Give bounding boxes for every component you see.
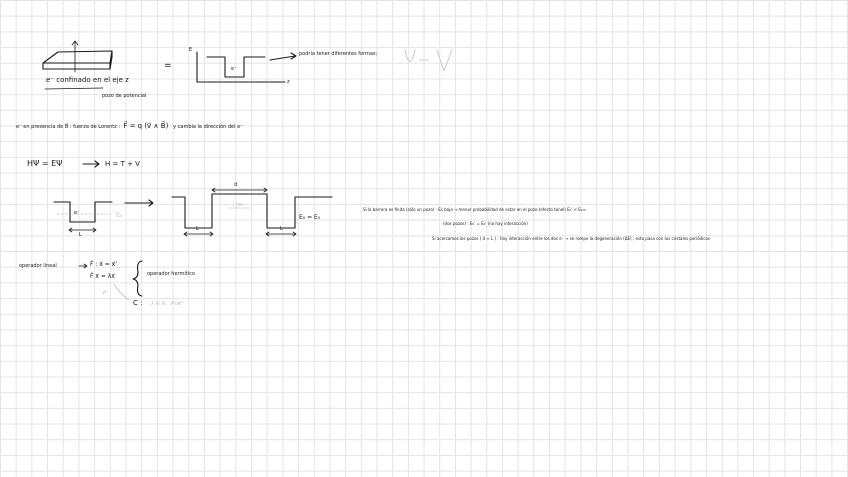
note-line-3: Si acercamos los pozos ( d ≈ L ) : hay i…: [432, 236, 711, 241]
confinement-underline: [44, 87, 104, 90]
potential-well-label: pozo de potencial: [102, 93, 147, 99]
faint-c-note: λ ∈ ℝ , ∂²/∂t²: [151, 301, 184, 307]
slab-drawing: [42, 40, 113, 73]
note-line-1: Si la barrera es finita (sólo un pozo) :…: [363, 207, 586, 212]
faint-well-shapes: [404, 49, 453, 72]
barrier-mark: ⋮|≫: [231, 202, 243, 208]
single-well: [53, 201, 113, 233]
lorentz-force-name: : fuerza de Lorentz :: [69, 124, 121, 130]
b-vector: B⃗: [64, 124, 69, 130]
operator-eq-2: F̂ x⃗ = λx⃗: [90, 273, 115, 280]
energy-equality: E₀ = E₀: [299, 214, 321, 221]
potential-well-graph: [196, 51, 286, 83]
c-label: C :: [133, 299, 143, 307]
hermitian-note: operador hermítico: [147, 271, 195, 277]
faint-operator: F̂ˣ: [103, 291, 109, 297]
single-well-electron: e⁻: [74, 210, 80, 216]
barrier-d-label: d: [234, 182, 238, 188]
single-well-energy: E₀: [116, 212, 123, 219]
electron-in-well: e⁻: [231, 66, 237, 72]
lorentz-formula: F⃗ = q (v⃗ ∧ B⃗): [123, 122, 169, 130]
left-well-width: L: [196, 226, 199, 232]
arrow-to-shapes: [269, 55, 296, 61]
operator-eq-1: F̂ : x⃗ = x⃗': [90, 261, 117, 268]
lorentz-prefix: e⁻ en presencia de: [16, 124, 64, 130]
hamiltonian-equation: H = T + V: [105, 160, 140, 168]
equals-sign: =: [164, 61, 172, 71]
lorentz-line: e⁻ en presencia de B⃗ : fuerza de Lorent…: [16, 122, 243, 130]
linear-operator-label: operador lineal: [19, 263, 57, 269]
schrodinger-equation: HΨ = EΨ: [27, 159, 63, 168]
axis-z-label: z: [287, 79, 290, 85]
electron-confined-label: e⁻ confinado en el eje z: [46, 76, 129, 84]
lorentz-suffix: y cambia la dirección del e⁻: [173, 124, 243, 130]
axis-e-label: E: [189, 47, 193, 53]
brace: [132, 260, 143, 297]
note-line-2: (dos pozos) : E₀' = E₀' (no hay interacc…: [443, 221, 528, 226]
single-well-width: L: [79, 232, 82, 238]
faint-curve: [113, 283, 130, 301]
right-well-width: L: [280, 226, 283, 232]
shapes-note: podría tener diferentes formas;: [299, 51, 378, 57]
double-well: [171, 187, 333, 237]
